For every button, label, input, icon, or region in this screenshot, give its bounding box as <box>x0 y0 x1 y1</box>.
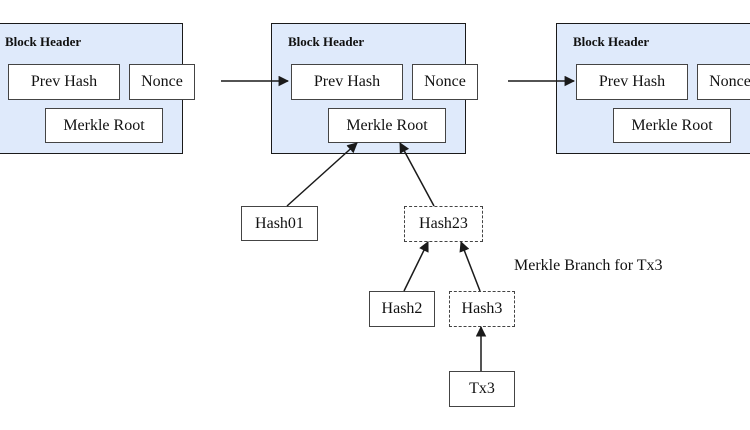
block-title: Block Header <box>5 34 82 49</box>
block-title: Block Header <box>573 34 650 49</box>
nonce-field: Nonce <box>412 64 478 100</box>
hash23-node: Hash23 <box>404 206 483 242</box>
nonce-field: Nonce <box>697 64 750 100</box>
prev-hash-field: Prev Hash <box>576 64 688 100</box>
prev-hash-field: Prev Hash <box>8 64 120 100</box>
merkle-root-field: Merkle Root <box>328 108 446 143</box>
arrow-hash2-to-hash23 <box>403 241 429 292</box>
block-header-1: Block Header Prev Hash Nonce Merkle Root <box>0 23 195 154</box>
hash2-node: Hash2 <box>369 291 435 327</box>
merkle-branch-caption: Merkle Branch for Tx3 <box>514 257 663 274</box>
merkle-root-field: Merkle Root <box>45 108 163 143</box>
hash3-node: Hash3 <box>449 291 515 327</box>
block-header-3: Block Header Prev Hash Nonce Merkle Root <box>556 23 750 154</box>
block-header-2: Block Header Prev Hash Nonce Merkle Root <box>271 23 478 154</box>
arrow-hash23-to-merkle-root <box>399 142 435 207</box>
block-title: Block Header <box>288 34 365 49</box>
arrow-hash01-to-merkle-root <box>286 142 358 207</box>
hash01-node: Hash01 <box>241 206 318 241</box>
merkle-root-field: Merkle Root <box>613 108 731 143</box>
prev-hash-field: Prev Hash <box>291 64 403 100</box>
nonce-field: Nonce <box>129 64 195 100</box>
tx3-node: Tx3 <box>449 371 515 407</box>
arrow-hash3-to-hash23 <box>459 241 481 292</box>
